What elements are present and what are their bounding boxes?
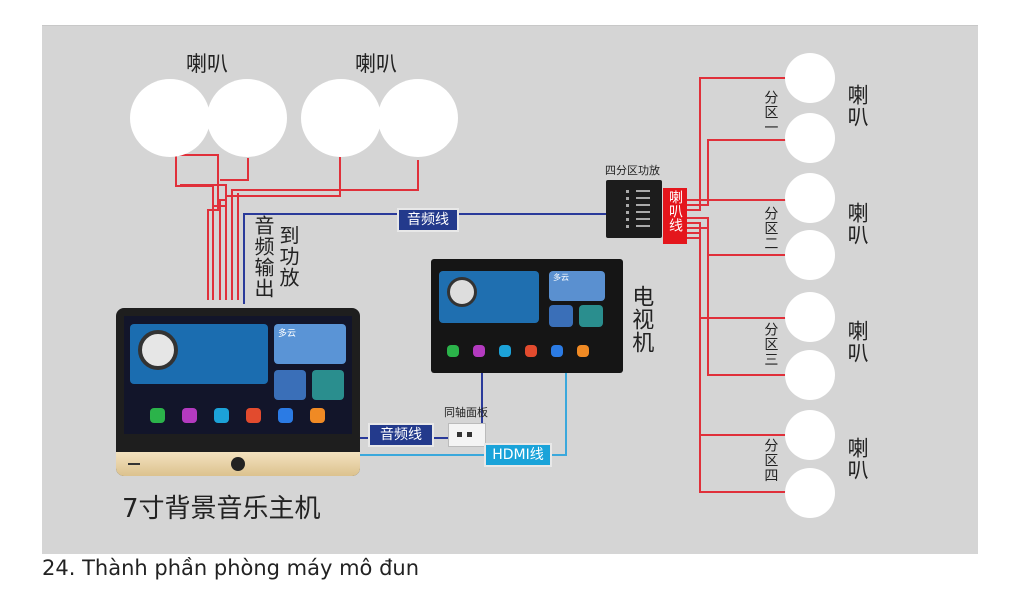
zone2-speaker-a (785, 173, 835, 223)
host-apps-tile (312, 370, 344, 400)
tv-app-icon (473, 345, 485, 357)
audio-line-bottom-label: 音频线 (368, 423, 434, 447)
tv-app-icon (499, 345, 511, 357)
to-amplifier-label: 到功放 (276, 225, 300, 288)
zone2-speaker-label: 喇叭 (845, 202, 870, 246)
speaker-wire-label: 喇叭线 (667, 190, 683, 232)
host-app-icon (310, 408, 325, 423)
tv-app-icon (577, 345, 589, 357)
speaker-circle (301, 79, 381, 157)
four-zone-amplifier (606, 180, 662, 238)
host-app-icon (246, 408, 261, 423)
host-gold-trim (116, 452, 360, 476)
zone4-speaker-b (785, 468, 835, 518)
audio-output-label: 音频输出 (251, 215, 275, 299)
host-screen: 多云 (124, 316, 352, 434)
zone1-speaker-label: 喇叭 (845, 84, 870, 128)
coax-port-icon (467, 432, 472, 437)
amplifier-title: 四分区功放 (605, 164, 660, 177)
zone1-speaker-a (785, 53, 835, 103)
host-app-row (150, 408, 350, 426)
figure-caption: 24. Thành phần phòng máy mô đun (42, 556, 420, 580)
tv-set: 多云 (431, 259, 623, 373)
coax-panel (448, 423, 486, 447)
zone4-label: 分区四 (762, 438, 779, 483)
host-app-icon (182, 408, 197, 423)
zone3-speaker-label: 喇叭 (845, 320, 870, 364)
zone3-speaker-a (785, 292, 835, 342)
zone2-label: 分区二 (762, 206, 779, 251)
hdmi-line-label: HDMI线 (484, 443, 552, 467)
coax-panel-label: 同轴面板 (444, 406, 488, 419)
tv-disc-icon (447, 277, 477, 307)
speaker-circle (207, 79, 287, 157)
tv-weather-tile (549, 271, 605, 301)
zone3-speaker-b (785, 350, 835, 400)
tv-app-icon (525, 345, 537, 357)
speaker-label-right: 喇叭 (355, 52, 397, 76)
zone2-speaker-b (785, 230, 835, 280)
tv-app-row (447, 345, 607, 359)
speaker-label-left: 喇叭 (186, 52, 228, 76)
speaker-wire-box: 喇叭线 (663, 188, 687, 244)
host-settings-tile (274, 370, 306, 400)
tv-label: 电视机 (628, 285, 654, 354)
speaker-circle (378, 79, 458, 157)
background-music-host: 多云 (116, 308, 360, 476)
host-home-button-icon (231, 457, 245, 471)
tv-apps-tile (579, 305, 603, 327)
host-label: 7寸背景音乐主机 (122, 494, 321, 524)
tv-settings-tile (549, 305, 573, 327)
host-slot-icon (128, 463, 140, 465)
zone1-speaker-b (785, 113, 835, 163)
tv-weather-text: 多云 (553, 273, 569, 282)
audio-line-top-label: 音频线 (397, 208, 459, 232)
host-app-icon (278, 408, 293, 423)
tv-app-icon (447, 345, 459, 357)
host-disc-icon (138, 330, 178, 370)
host-app-icon (150, 408, 165, 423)
zone4-speaker-a (785, 410, 835, 460)
speaker-circle (130, 79, 210, 157)
host-weather-text: 多云 (278, 329, 297, 339)
host-app-icon (214, 408, 229, 423)
coax-port-icon (457, 432, 462, 437)
host-weather-tile (274, 324, 346, 364)
zone3-label: 分区三 (762, 322, 779, 367)
zone1-label: 分区一 (762, 90, 779, 135)
zone4-speaker-label: 喇叭 (845, 437, 870, 481)
tv-app-icon (551, 345, 563, 357)
